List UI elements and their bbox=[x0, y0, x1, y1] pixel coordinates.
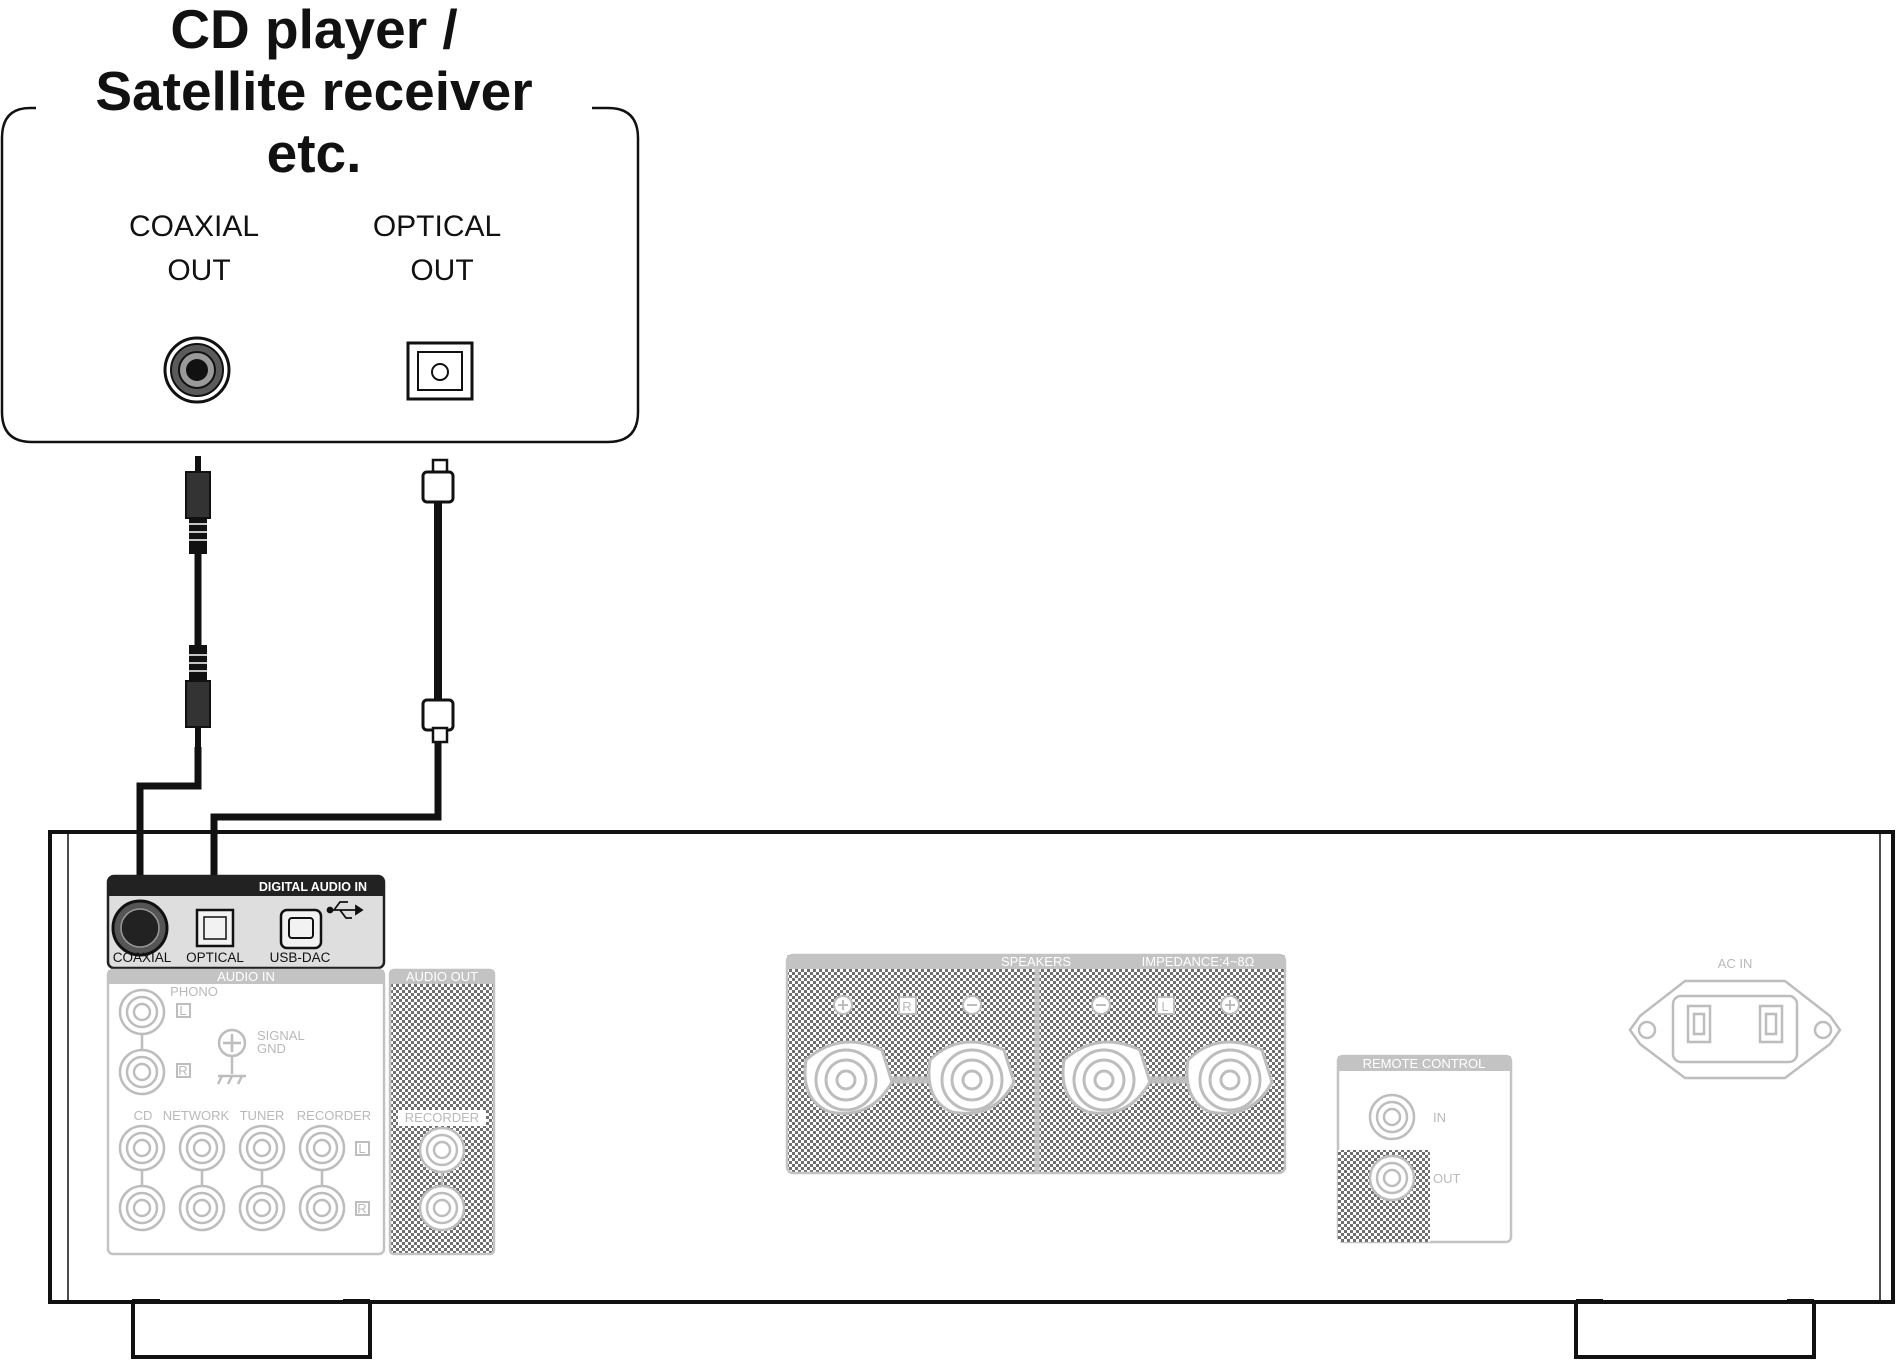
audio-in-section: AUDIO IN PHONO L R SIGNAL GN bbox=[106, 968, 386, 1256]
usb-dac-label: USB-DAC bbox=[270, 950, 331, 965]
audio-out-header: AUDIO OUT bbox=[406, 969, 478, 984]
remote-out-label: OUT bbox=[1433, 1171, 1461, 1186]
remote-jacks bbox=[1368, 1093, 1416, 1202]
audio-in-column-cd: CD bbox=[134, 1108, 153, 1123]
speaker-binding-posts-icon bbox=[803, 1040, 1274, 1115]
right-foot bbox=[1574, 1299, 1816, 1359]
coaxial-in-label: COAXIAL bbox=[113, 950, 172, 965]
phono-l-marker: L bbox=[179, 1003, 186, 1018]
remote-control-section: REMOTE CONTROL IN OUT bbox=[1336, 1054, 1513, 1244]
coaxial-in-jack-icon bbox=[111, 899, 169, 957]
impedance-label: IMPEDANCE:4~8Ω bbox=[1142, 954, 1255, 969]
audio-in-rca-jacks bbox=[118, 1124, 346, 1232]
speaker-r-label: R bbox=[902, 999, 911, 1014]
optical-out-jack-icon bbox=[406, 341, 474, 401]
source-title-line-2: Satellite receiver bbox=[95, 60, 532, 122]
signal-gnd-terminal-icon bbox=[216, 1028, 247, 1085]
usb-icon bbox=[326, 901, 364, 919]
source-title-line-3: etc. bbox=[267, 122, 362, 184]
coaxial-cable bbox=[136, 456, 211, 932]
optical-cable bbox=[210, 458, 455, 932]
ac-inlet-icon bbox=[1628, 979, 1842, 1080]
optical-in-label: OPTICAL bbox=[186, 950, 244, 965]
audio-out-recorder-label: RECORDER bbox=[405, 1110, 479, 1125]
speaker-right-markers bbox=[833, 995, 982, 1015]
phono-r-marker: R bbox=[178, 1063, 187, 1078]
speaker-left-markers bbox=[1091, 995, 1240, 1015]
signal-gnd-label-line-2: GND bbox=[257, 1041, 286, 1056]
audio-in-header: AUDIO IN bbox=[217, 969, 275, 984]
audio-in-column-recorder: RECORDER bbox=[297, 1108, 371, 1123]
speakers-header: SPEAKERS bbox=[1001, 954, 1071, 969]
amplifier-rear-panel: DIGITAL AUDIO IN COAXIAL OPTICA bbox=[48, 830, 1895, 1359]
phono-label: PHONO bbox=[170, 984, 218, 999]
source-device: CD player / Satellite receiver etc. COAX… bbox=[0, 0, 640, 444]
optical-in-jack-icon bbox=[195, 908, 235, 948]
coaxial-out-label-line-1: COAXIAL bbox=[129, 210, 259, 243]
usb-dac-port-icon bbox=[279, 908, 323, 950]
left-foot bbox=[131, 1299, 372, 1359]
digital-audio-in-section: DIGITAL AUDIO IN COAXIAL OPTICA bbox=[106, 874, 386, 970]
speaker-l-label: L bbox=[1161, 999, 1168, 1014]
signal-gnd-label-line-1: SIGNAL bbox=[257, 1028, 305, 1043]
audio-in-r-marker: R bbox=[357, 1201, 366, 1216]
coaxial-out-jack-icon bbox=[163, 336, 231, 404]
source-device-outline bbox=[0, 106, 640, 444]
phono-jacks bbox=[118, 988, 166, 1096]
coaxial-out-label-line-2: OUT bbox=[167, 254, 230, 287]
speakers-section: SPEAKERS IMPEDANCE:4~8Ω R L bbox=[785, 953, 1287, 1175]
optical-out-label-line-1: OPTICAL bbox=[373, 210, 501, 243]
audio-out-rca-jacks bbox=[418, 1126, 466, 1232]
digital-audio-in-header: DIGITAL AUDIO IN bbox=[259, 880, 367, 894]
audio-in-l-marker: L bbox=[358, 1141, 365, 1156]
audio-in-column-network: NETWORK bbox=[163, 1108, 230, 1123]
ac-in-section: AC IN bbox=[1628, 956, 1842, 1080]
optical-out-label-line-2: OUT bbox=[410, 254, 473, 287]
remote-control-header: REMOTE CONTROL bbox=[1363, 1056, 1486, 1071]
audio-out-section: AUDIO OUT RECORDER bbox=[388, 968, 496, 1256]
ac-in-label: AC IN bbox=[1718, 956, 1753, 971]
source-title-line-1: CD player / bbox=[170, 0, 457, 60]
remote-in-label: IN bbox=[1433, 1110, 1446, 1125]
audio-in-column-tuner: TUNER bbox=[240, 1108, 285, 1123]
